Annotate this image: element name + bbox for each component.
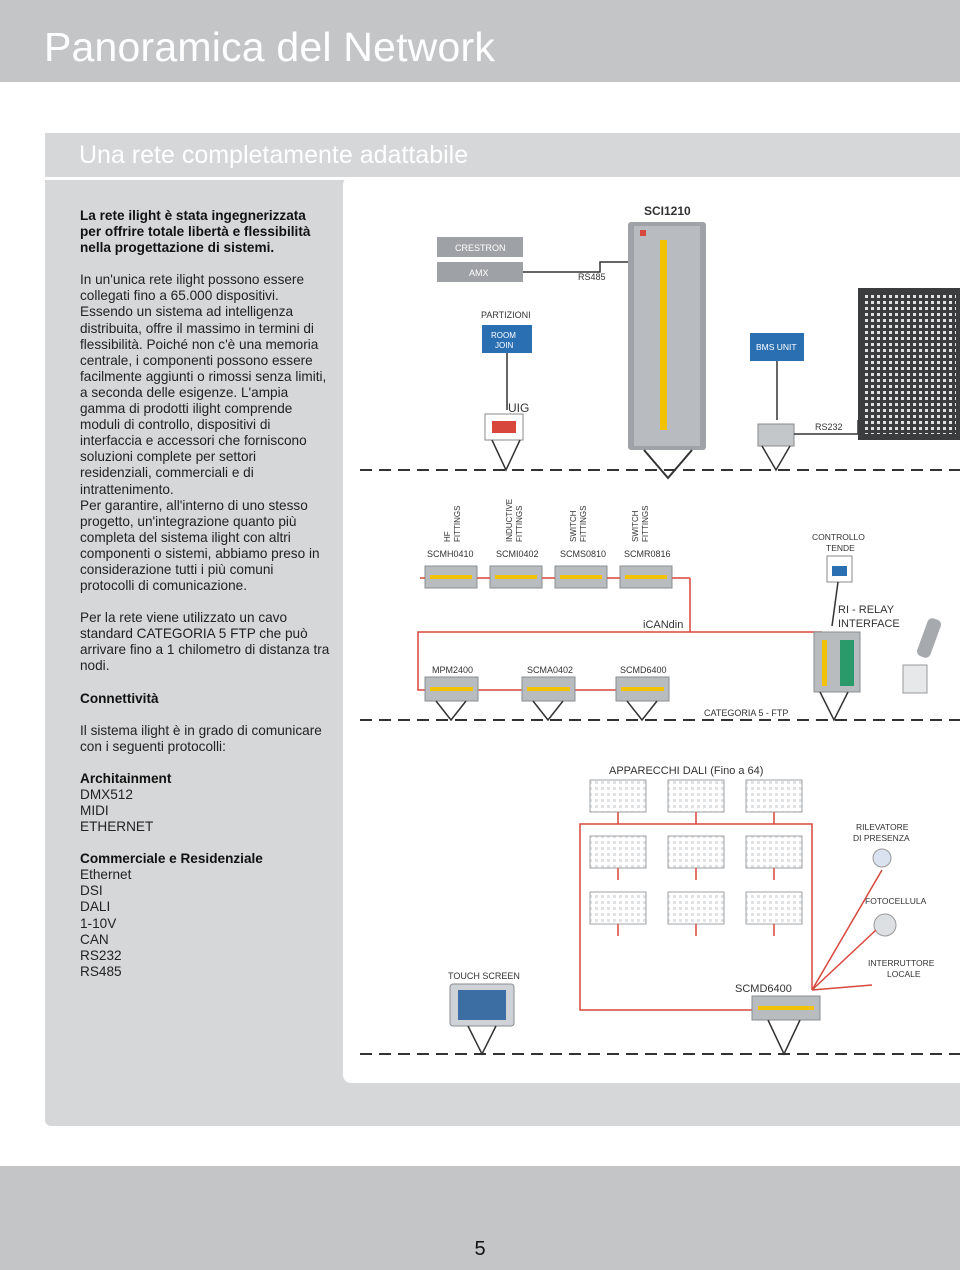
protocol-item: RS232 [80, 947, 122, 963]
svg-text:SCMI0402: SCMI0402 [496, 549, 539, 559]
svg-text:FITTINGS: FITTINGS [453, 506, 462, 542]
svg-text:CRESTRON: CRESTRON [455, 243, 506, 253]
svg-text:HF: HF [443, 531, 452, 542]
svg-text:DI PRESENZA: DI PRESENZA [853, 833, 910, 843]
svg-text:RILEVATORE: RILEVATORE [856, 822, 909, 832]
sci1210-device: SCI1210 [628, 204, 706, 480]
svg-text:LOCALE: LOCALE [887, 969, 921, 979]
svg-text:INTERFACE: INTERFACE [838, 618, 900, 630]
protocol-item: ETHERNET [80, 819, 154, 835]
protocol-item: RS485 [80, 963, 122, 979]
room-join-group: PARTIZIONI ROOM JOIN UIG [481, 310, 532, 472]
touch-screen-group: TOUCH SCREEN [448, 971, 520, 1056]
svg-text:SWITCH: SWITCH [569, 510, 578, 542]
protocol-item: DMX512 [80, 786, 133, 802]
svg-text:FITTINGS: FITTINGS [641, 506, 650, 542]
uig-label: UIG [508, 401, 529, 415]
section-bar: Una rete completamente adattabile [45, 133, 960, 180]
commercial-heading: Commerciale e Residenziale [80, 851, 263, 867]
svg-text:FITTINGS: FITTINGS [515, 506, 524, 542]
intro-paragraph: La rete ilight è stata ingegnerizzata pe… [80, 208, 311, 256]
cat5-label: CATEGORIA 5 - FTP [704, 708, 788, 718]
svg-text:APPARECCHI DALI (Fino a 64): APPARECCHI DALI (Fino a 64) [609, 765, 763, 777]
can-bus-cable [417, 577, 822, 691]
network-lines [360, 469, 960, 1055]
svg-text:SWITCH: SWITCH [631, 510, 640, 542]
svg-text:AMX: AMX [469, 268, 489, 278]
protocol-item: 1-10V [80, 915, 117, 931]
svg-text:FOTOCELLULA: FOTOCELLULA [865, 896, 927, 906]
connectivity-heading: Connettività [80, 690, 159, 706]
svg-text:RI - RELAY: RI - RELAY [838, 604, 895, 616]
body-text: La rete ilight è stata ingegnerizzata pe… [80, 208, 330, 996]
architainment-block: Architainment DMX512 MIDI ETHERNET [80, 771, 330, 835]
page-footer: 5 [0, 1166, 960, 1270]
svg-text:TOUCH SCREEN: TOUCH SCREEN [448, 971, 520, 981]
relay-interface-group: CONTROLLO TENDE RI - RELAY INTERFACE [812, 532, 942, 722]
svg-text:ROOM: ROOM [491, 331, 516, 340]
protocol-item: CAN [80, 931, 109, 947]
dali-fixtures: APPARECCHI DALI (Fino a 64) [579, 765, 813, 1011]
protocol-item: DALI [80, 899, 111, 915]
page-number: 5 [474, 1238, 486, 1260]
equipment-rack [858, 288, 960, 440]
svg-text:TENDE: TENDE [826, 543, 855, 553]
svg-text:INTERRUTTORE: INTERRUTTORE [868, 958, 935, 968]
sci1210-label: SCI1210 [644, 204, 691, 218]
fittings-row: HF FITTINGS INDUCTIVE FITTINGS SWITCH FI… [424, 499, 673, 589]
protocol-item: MIDI [80, 803, 109, 818]
svg-text:SCMR0816: SCMR0816 [624, 549, 671, 559]
scmd6400-device: SCMD6400 [735, 983, 821, 1056]
connectivity-text: Il sistema ilight è in grado di comunica… [80, 722, 322, 754]
svg-text:SCMD6400: SCMD6400 [735, 983, 792, 995]
svg-text:SCMH0410: SCMH0410 [427, 549, 474, 559]
paragraph-3: Per la rete viene utilizzato un cavo sta… [80, 610, 330, 674]
paragraph-2: Per garantire, all'interno di uno stesso… [80, 497, 320, 594]
svg-text:INDUCTIVE: INDUCTIVE [505, 499, 514, 542]
rs485-label: RS485 [578, 272, 606, 282]
commercial-block: Commerciale e Residenziale Ethernet DSI … [80, 851, 330, 980]
section-title: Una rete completamente adattabile [79, 141, 469, 169]
svg-text:CONTROLLO: CONTROLLO [812, 532, 865, 542]
sensors-group: RILEVATORE DI PRESENZA FOTOCELLULA INTER… [811, 822, 935, 991]
page-title: Panoramica del Network [44, 24, 496, 70]
protocol-item: Ethernet [80, 867, 132, 883]
paragraph-1: In un'unica rete ilight possono essere c… [80, 272, 327, 497]
svg-text:SCMS0810: SCMS0810 [560, 549, 606, 559]
svg-text:SCMD6400: SCMD6400 [620, 665, 667, 675]
svg-text:BMS UNIT: BMS UNIT [756, 342, 797, 352]
protocol-item: DSI [80, 883, 103, 899]
icandin-label: iCANdin [643, 619, 683, 631]
rs232-label: RS232 [815, 422, 843, 432]
svg-text:SCMA0402: SCMA0402 [527, 665, 573, 675]
bus2-modules: MPM2400 SCMA0402 SCMD6400 CATEGORIA 5 - … [424, 665, 788, 722]
architainment-heading: Architainment [80, 770, 172, 786]
svg-text:JOIN: JOIN [495, 341, 513, 350]
page-header: Panoramica del Network [0, 0, 960, 82]
svg-text:FITTINGS: FITTINGS [579, 506, 588, 542]
svg-text:MPM2400: MPM2400 [432, 665, 473, 675]
bms-unit-group: BMS UNIT RS232 [750, 333, 859, 472]
crestron-amx: CRESTRON AMX RS485 [437, 237, 628, 282]
svg-text:PARTIZIONI: PARTIZIONI [481, 310, 531, 320]
